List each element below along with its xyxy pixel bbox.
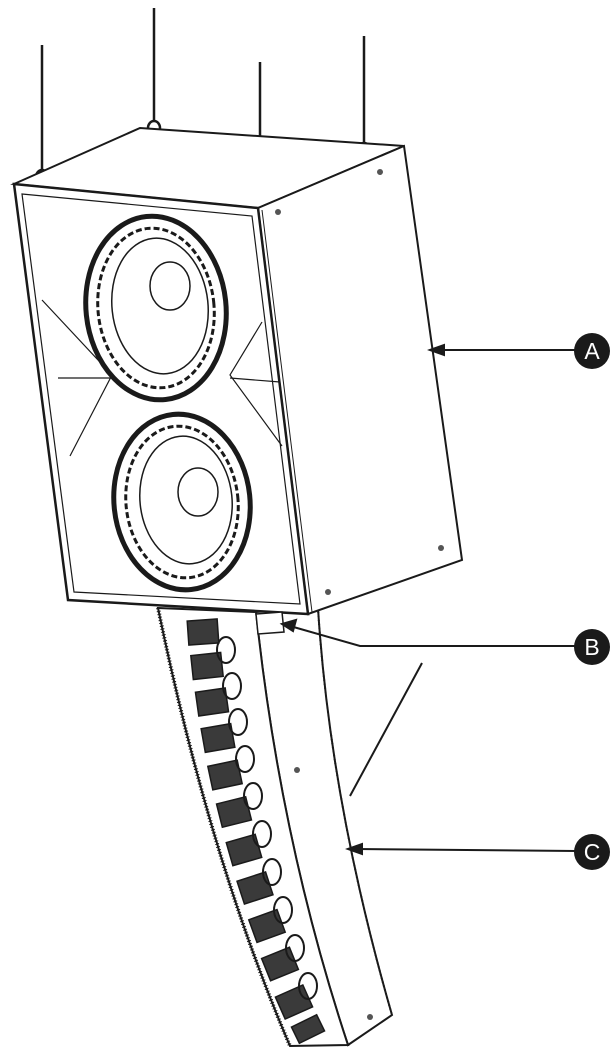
callout-a-label: A — [584, 338, 600, 364]
leader-lines — [279, 343, 577, 856]
cabinet-screw — [377, 169, 383, 175]
array-horn — [222, 672, 242, 700]
array-horn — [216, 636, 236, 664]
array-horn — [235, 745, 255, 773]
array-horn — [298, 972, 318, 1000]
callout-b: B — [574, 629, 610, 665]
line-array-cabinet — [156, 606, 394, 1048]
line-array-rear-edge — [317, 607, 393, 1016]
array-driver-grille — [290, 1013, 326, 1045]
array-horn — [262, 858, 282, 886]
cabinet-waist-right — [229, 321, 283, 447]
cabinet-waist-bar-right — [229, 377, 281, 383]
array-driver-grille — [200, 722, 236, 754]
arrowhead-a — [427, 343, 445, 357]
upper-woofer-dustcap — [149, 261, 191, 311]
upper-woofer — [83, 213, 229, 403]
leader-line-b — [289, 625, 576, 647]
array-driver-grille — [260, 946, 300, 982]
array-driver-grille — [274, 983, 314, 1021]
array-driver-grille — [186, 618, 220, 646]
callout-c-label: C — [584, 839, 601, 865]
cabinet-front-frame — [21, 193, 301, 605]
array-driver-grille — [206, 759, 244, 791]
arrowhead-b — [279, 618, 298, 633]
array-horn — [228, 708, 248, 736]
cabinet-screw — [438, 545, 444, 551]
lower-woofer-dustcap — [177, 467, 219, 517]
callout-a: A — [574, 333, 610, 369]
line-array-front-edge — [156, 607, 292, 1047]
line-array-screw-upper — [294, 767, 300, 773]
line-array-screw-lower — [367, 1014, 373, 1020]
array-horn — [243, 782, 263, 810]
callout-a-circle — [574, 333, 610, 369]
array-driver-grille — [190, 651, 224, 681]
callout-c: C — [574, 834, 610, 870]
callout-c-circle — [574, 834, 610, 870]
main-cabinet — [10, 126, 464, 635]
line-array-drivers — [186, 618, 326, 1045]
array-driver-grille — [194, 687, 230, 717]
leader-line-c — [355, 848, 577, 852]
cabinet-side-edge — [261, 209, 313, 613]
array-horn — [252, 820, 272, 848]
array-horn — [273, 896, 293, 924]
line-array-horns — [216, 636, 318, 1000]
suspension-cables — [40, 8, 366, 183]
arrowhead-c — [345, 842, 363, 856]
array-horn — [285, 934, 305, 962]
lower-woofer — [111, 411, 253, 593]
callout-b-circle — [574, 629, 610, 665]
callout-b-label: B — [584, 634, 599, 660]
array-angle-indicator — [349, 662, 423, 797]
cabinet-screw — [325, 589, 331, 595]
cabinet-screw — [275, 209, 281, 215]
cabinet-mounting-bracket — [255, 611, 285, 635]
